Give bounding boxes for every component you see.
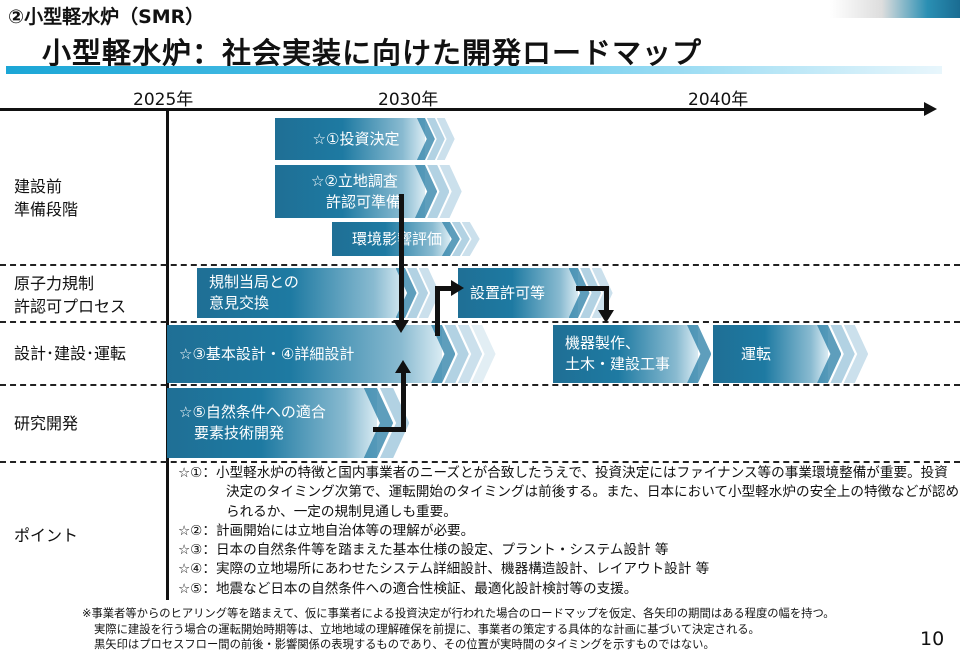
point-2: ☆②：計画開始には立地自治体等の理解が必要。	[178, 522, 475, 539]
year-2030: 2030年	[378, 90, 439, 110]
arrowhead-down	[393, 320, 409, 333]
flow-arrow-research-to-design	[373, 427, 406, 432]
page-title: 小型軽水炉：社会実装に向けた開発ロードマップ	[42, 36, 703, 70]
roadmap-bar-label: 機器製作、 土木・建設工事	[565, 334, 671, 373]
page-number: 10	[920, 628, 945, 650]
row-label-pre-construction: 建設前 準備段階	[14, 177, 79, 219]
points-list: ☆①：小型軽水炉の特徴と国内事業者のニーズとが合致したうえで、投資決定にはファイ…	[178, 464, 960, 599]
roadmap-bar-label: 運転	[741, 344, 772, 363]
row-divider	[0, 264, 960, 266]
year-2040: 2040年	[688, 90, 749, 110]
roadmap-bar-label: 設置許可等	[470, 283, 546, 302]
point-1: ☆①：小型軽水炉の特徴と国内事業者のニーズとが合致したうえで、投資決定にはファイ…	[178, 465, 960, 520]
flow-arrow-research-vertical	[401, 372, 406, 432]
axis-arrowhead	[924, 102, 937, 116]
timeline-axis	[0, 108, 928, 111]
flow-arrow-design-horizontal	[435, 286, 453, 291]
roadmap-bar-regulator: 規制当局との 意見交換	[197, 268, 405, 318]
title-underline	[6, 66, 942, 74]
roadmap-bar-label: ☆③基本設計・④詳細設計	[179, 344, 355, 363]
roadmap-bar-label: ☆②立地調査 許認可準備	[310, 171, 401, 211]
roadmap-bar-label: ☆⑤自然条件への適合 要素技術開発	[179, 403, 326, 442]
roadmap-bar-label: 環境影響評価	[351, 229, 442, 248]
roadmap-bar-label: ☆①投資決定	[312, 129, 400, 148]
row-divider	[0, 321, 960, 323]
point-5: ☆⑤：地震など日本の自然条件への適合性検証、最適化設計検討等の支援。	[178, 580, 638, 597]
row-label-points: ポイント	[14, 526, 79, 545]
year-2025: 2025年	[133, 90, 194, 110]
point-3: ☆③：日本の自然条件等を踏まえた基本仕様の設定、プラント・システム設計 等	[178, 542, 669, 559]
row-divider	[0, 384, 960, 386]
roadmap-bar-permit: 設置許可等	[458, 268, 578, 318]
point-4: ☆④：実際の立地場所にあわせたシステム詳細設計、機器構造設計、レイアウト設計 等	[178, 561, 710, 578]
roadmap-bar-design: ☆③基本設計・④詳細設計	[167, 325, 442, 383]
footnote: 実際に建設を行う場合の運転開始時期等は、立地地域の理解確保を前提に、事業者の策定…	[94, 622, 760, 636]
arrowhead-right	[451, 280, 464, 296]
row-label-research: 研究開発	[14, 414, 79, 433]
roadmap-bar-operation: 運転	[713, 325, 828, 383]
roadmap-bar-investment: ☆①投資決定	[275, 118, 425, 160]
flow-arrow-design-to-permit	[435, 286, 440, 336]
footnote: 黒矢印はプロセスフロー間の前後・影響関係の表現するものであり、その位置が実時間の…	[94, 638, 715, 651]
section-subtitle: ②小型軽水炉（SMR）	[8, 6, 205, 28]
roadmap-bar-research: ☆⑤自然条件への適合 要素技術開発	[167, 388, 377, 458]
flow-arrow-permit-vertical	[604, 286, 609, 312]
arrowhead-down	[598, 310, 614, 323]
footnote: ※事業者等からのヒアリング等を踏まえて、仮に事業者による投資決定が行われた場合の…	[82, 607, 835, 620]
row-divider	[0, 461, 960, 463]
corner-decoration	[830, 0, 960, 18]
footnotes: ※事業者等からのヒアリング等を踏まえて、仮に事業者による投資決定が行われた場合の…	[82, 606, 835, 653]
roadmap-bar-construction: 機器製作、 土木・建設工事	[553, 325, 698, 383]
flow-arrow-site-to-design	[399, 194, 404, 322]
flow-arrow-permit-to-construction	[576, 286, 609, 291]
arrowhead-up	[395, 360, 411, 373]
row-label-regulation: 原子力規制 許認可プロセス	[14, 274, 127, 316]
row-label-design-build: 設計･建設･運転	[14, 344, 127, 363]
roadmap-bar-env: 環境影響評価	[332, 222, 450, 256]
roadmap-bar-label: 規制当局との 意見交換	[209, 273, 299, 312]
